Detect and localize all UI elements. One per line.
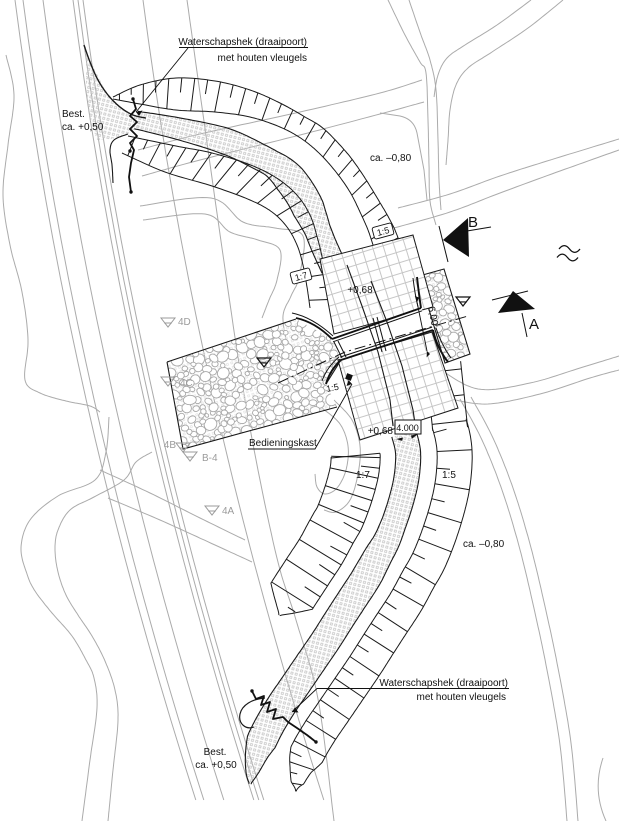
svg-text:Waterschapshek (draaipoort): Waterschapshek (draaipoort) [379, 678, 508, 689]
svg-text:ca. –0,80: ca. –0,80 [463, 539, 505, 550]
svg-text:Bedieningskast: Bedieningskast [249, 438, 317, 449]
svg-text:4A: 4A [222, 506, 235, 517]
svg-text:A: A [529, 316, 539, 333]
svg-text:1:7: 1:7 [294, 270, 309, 283]
svg-text:1:5: 1:5 [442, 470, 456, 481]
svg-text:met houten vleugels: met houten vleugels [217, 53, 307, 64]
svg-text:6,00: 6,00 [425, 305, 440, 327]
svg-text:met houten vleugels: met houten vleugels [416, 692, 506, 703]
svg-text:ca. +0,50: ca. +0,50 [62, 122, 104, 133]
svg-text:ca. +0,50: ca. +0,50 [195, 760, 237, 771]
svg-text:Best.: Best. [62, 109, 85, 120]
svg-text:1:5: 1:5 [325, 382, 339, 394]
svg-text:4B: 4B [164, 440, 177, 451]
svg-text:+0,68: +0,68 [368, 426, 394, 437]
svg-text:+0,68: +0,68 [347, 285, 373, 296]
svg-text:4D: 4D [178, 317, 191, 328]
svg-text:Best.: Best. [204, 747, 227, 758]
svg-text:B-4: B-4 [202, 453, 218, 464]
svg-text:B: B [468, 214, 478, 231]
svg-text:1:5: 1:5 [376, 225, 391, 238]
svg-text:4C: 4C [180, 378, 193, 389]
svg-text:Waterschapshek (draaipoort): Waterschapshek (draaipoort) [178, 37, 307, 48]
svg-text:4.000: 4.000 [396, 423, 419, 433]
svg-text:1:7: 1:7 [356, 470, 370, 481]
svg-text:ca. –0,80: ca. –0,80 [370, 153, 412, 164]
